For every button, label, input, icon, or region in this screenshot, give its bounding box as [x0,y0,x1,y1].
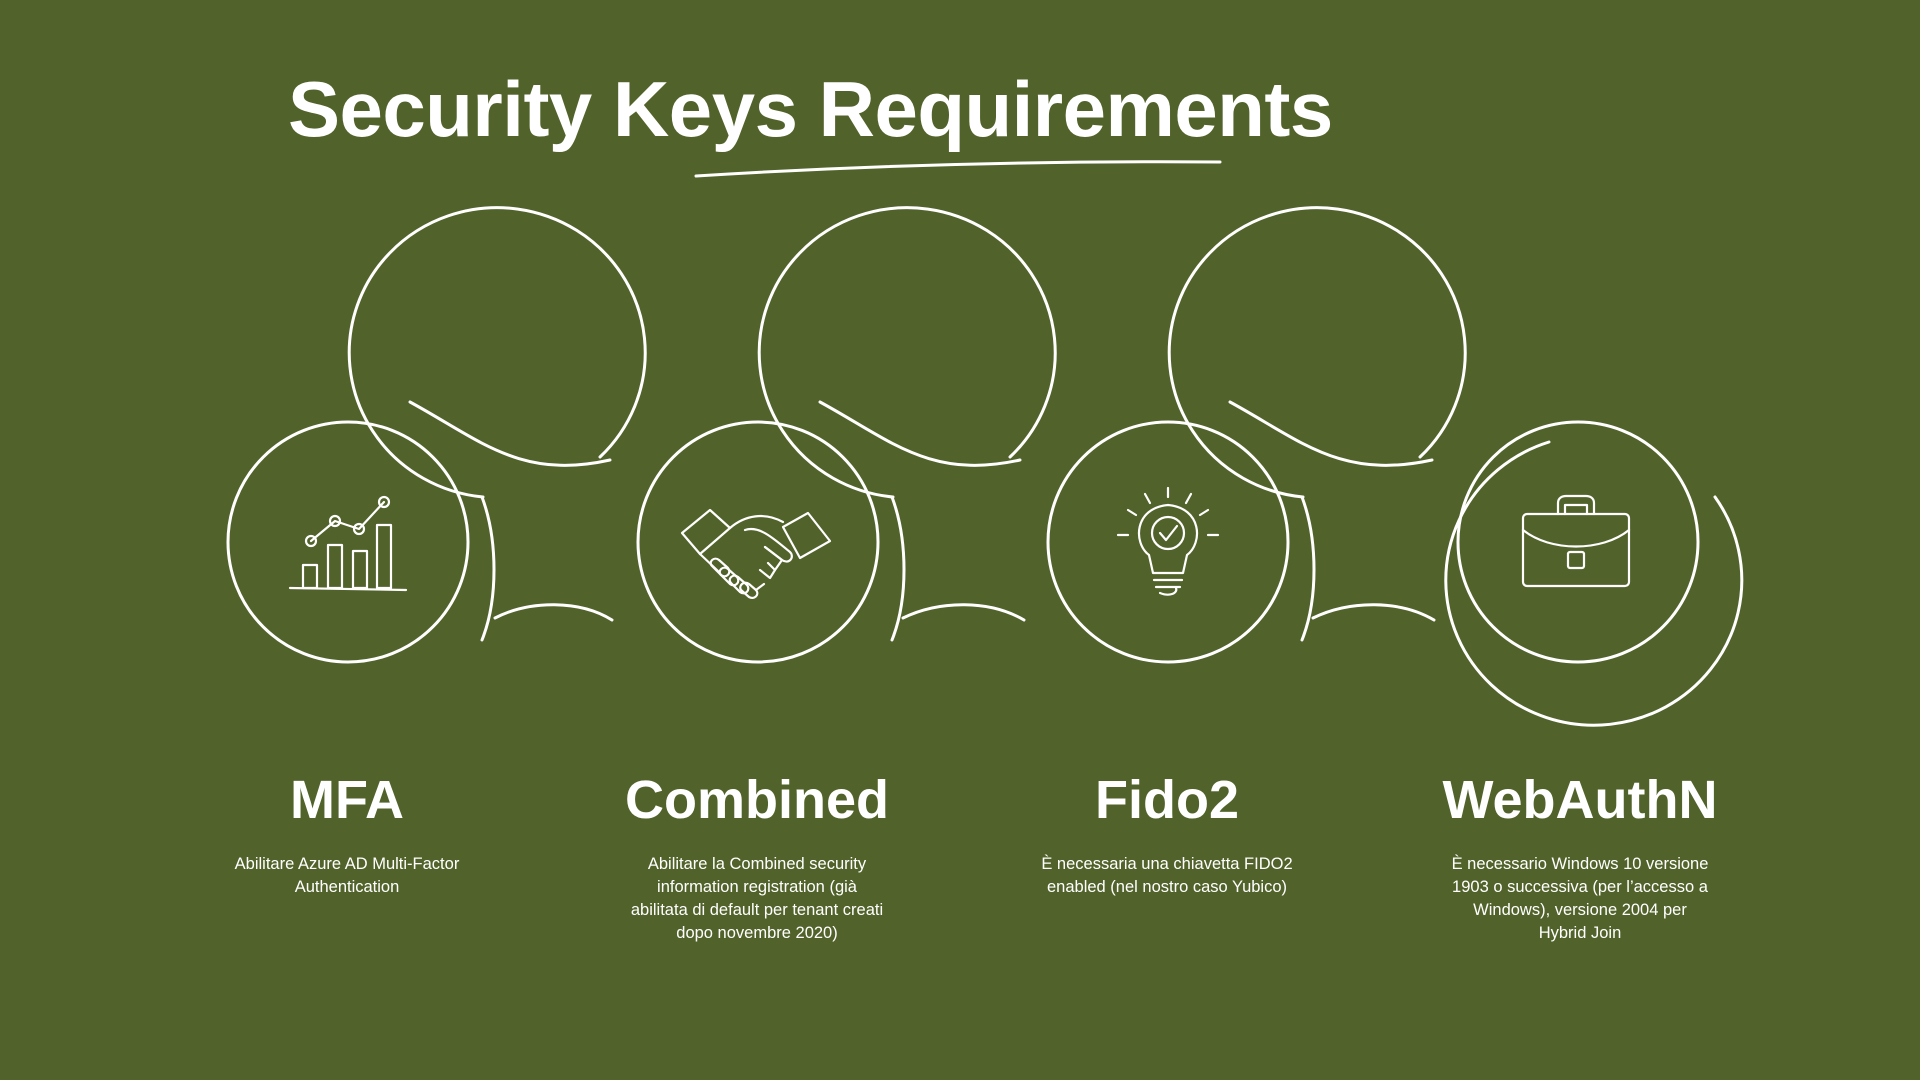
title-underline [694,160,1222,178]
connector-bottom-3 [1311,603,1436,622]
slide-title: Security Keys Requirements [288,65,1333,153]
connector-top-1 [408,400,612,467]
outer-ring-4 [1444,440,1744,727]
step-description: È necessario Windows 10 versione 1903 o … [1451,855,1709,942]
briefcase-icon [1521,494,1631,588]
outer-ring-3 [1167,206,1467,499]
arc-right-3 [1300,495,1316,642]
inner-circle-1 [226,420,470,664]
outer-ring-2 [757,206,1057,499]
handshake-icon [680,508,832,599]
bar-chart-icon [288,495,408,592]
connector-top-3 [1228,400,1434,467]
connector-top-2 [818,400,1022,467]
step-heading: WebAuthN [1442,770,1718,830]
step-heading: Combined [625,770,889,830]
outer-ring-1 [347,206,647,499]
step-description: È necessaria una chiavetta FIDO2 enabled… [1041,855,1293,896]
connector-bottom-2 [901,603,1026,622]
step-heading: MFA [290,770,404,830]
inner-circle-4 [1456,420,1700,664]
step-description: Abilitare Azure AD Multi-Factor Authenti… [234,855,460,896]
arc-right-1 [480,495,496,642]
step-fido2: Fido2 È necessaria una chiavetta FIDO2 e… [957,765,1377,899]
inner-circle-2 [636,420,880,664]
lightbulb-icon [1116,486,1220,596]
inner-circle-3 [1046,420,1290,664]
connector-bottom-1 [493,603,614,622]
step-description: Abilitare la Combined security informati… [630,855,884,942]
step-mfa: MFA Abilitare Azure AD Multi-Factor Auth… [137,765,557,899]
step-combined: Combined Abilitare la Combined security … [547,765,967,945]
step-heading: Fido2 [1095,770,1239,830]
step-webauthn: WebAuthN È necessario Windows 10 version… [1370,765,1790,945]
arc-right-2 [890,495,906,642]
